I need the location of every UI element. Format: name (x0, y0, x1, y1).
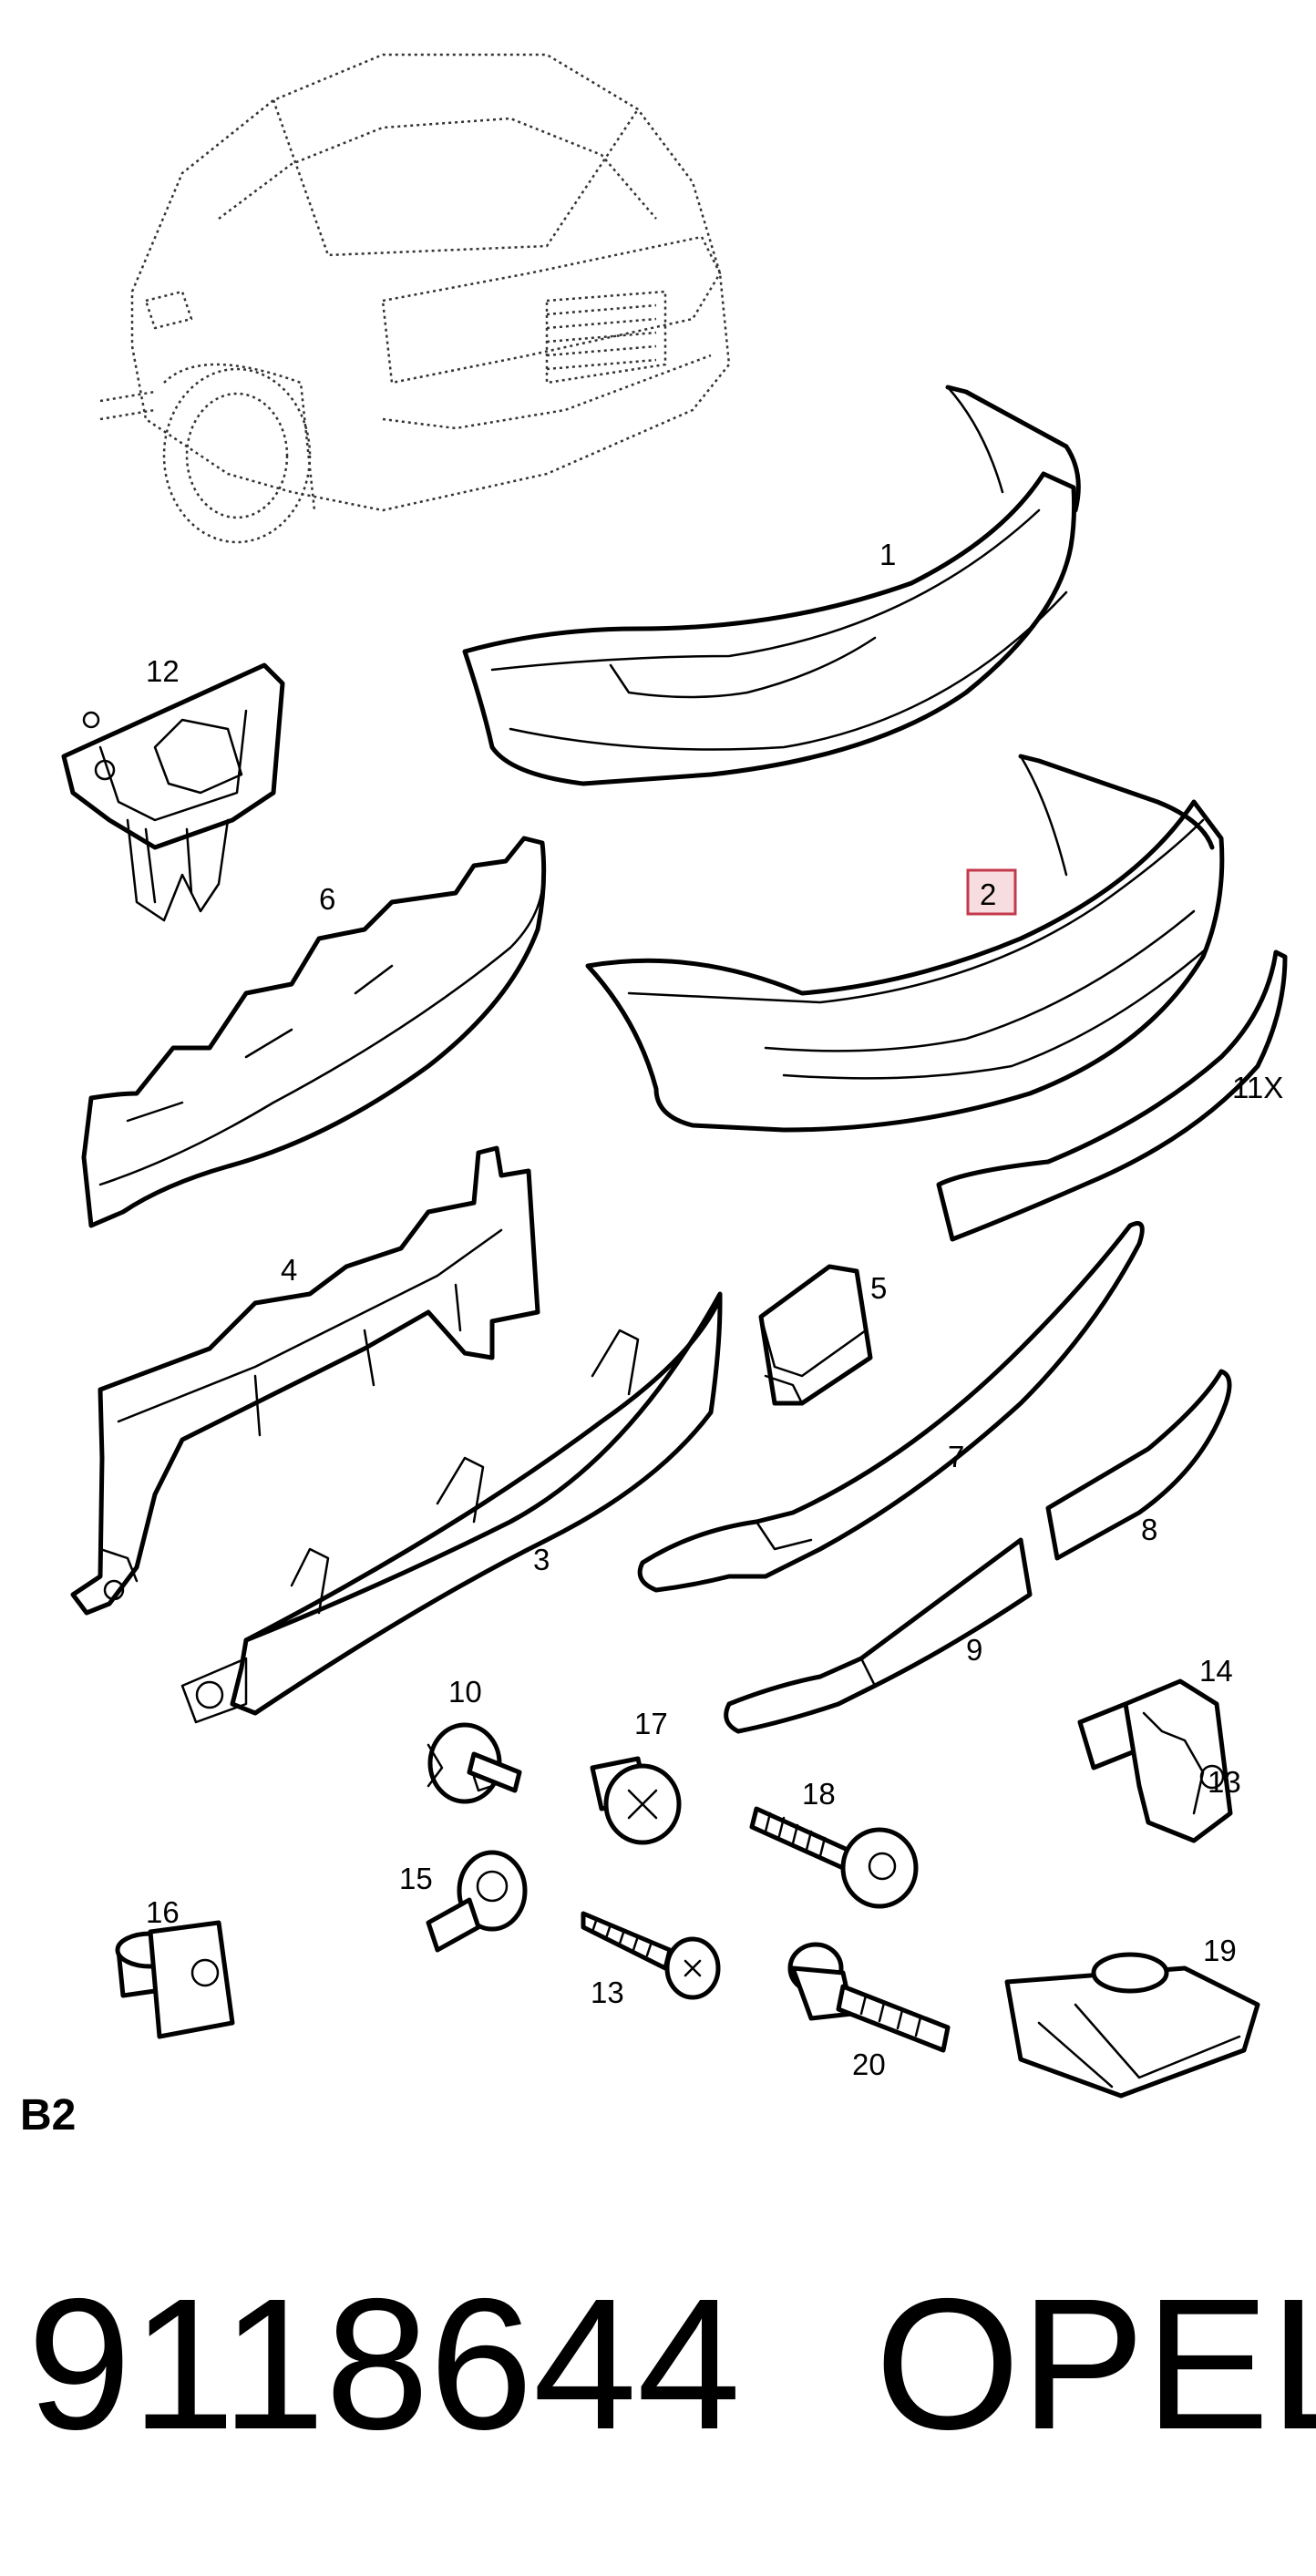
part-7-reinforcement-strip (637, 1221, 1145, 1593)
part-6-support-panel (81, 836, 547, 1228)
part-label-3: 3 (533, 1543, 550, 1576)
part-label-17: 17 (634, 1707, 668, 1740)
part-label-13b: 13 (1208, 1765, 1241, 1799)
part-9-reinforcement-strip (724, 1537, 1033, 1734)
part-8-trim-strip (1045, 1369, 1232, 1561)
part-label-20: 20 (852, 2047, 886, 2081)
part-label-19: 19 (1203, 1934, 1237, 1967)
part-3-absorber (180, 1291, 723, 1724)
part-13-tapping-screw (581, 1911, 721, 2000)
part-15-push-clip (426, 1850, 528, 1953)
part-14-nut-clip (1077, 1678, 1233, 1843)
part-label-2: 2 (980, 877, 996, 911)
part-label-8: 8 (1141, 1513, 1157, 1546)
part-number: 9118644 (27, 2260, 741, 2468)
car-rear-view-illustration (99, 53, 731, 544)
part-label-1: 1 (879, 538, 896, 571)
part-label-4: 4 (281, 1253, 297, 1287)
part-label-18: 18 (802, 1777, 836, 1811)
part-label-12: 12 (146, 654, 180, 688)
part-label-10: 10 (448, 1675, 482, 1709)
part-label-15: 15 (399, 1862, 433, 1895)
part-12-bracket (61, 662, 285, 922)
part-4-mounting-bracket (70, 1145, 540, 1616)
part-label-6: 6 (319, 882, 335, 916)
part-label-11x: 11X (1232, 1071, 1283, 1104)
part-label-13: 13 (591, 1976, 624, 2009)
part-17-cap (590, 1756, 682, 1845)
part-label-14: 14 (1199, 1654, 1233, 1688)
part-5-clip (758, 1264, 873, 1406)
part-label-7: 7 (948, 1440, 964, 1473)
part-11x-trim-strip (936, 949, 1288, 1242)
part-10-rivet (427, 1722, 522, 1804)
part-label-2-highlight (966, 868, 1017, 916)
part-16-bushing (115, 1920, 235, 2039)
brand-name: OPEL (875, 2260, 1316, 2468)
part-label-5: 5 (870, 1271, 887, 1305)
part-label-9: 9 (966, 1633, 982, 1667)
part-2-bumper-lower (585, 754, 1225, 1133)
part-label-16: 16 (146, 1895, 180, 1929)
section-code: B2 (20, 2091, 76, 2140)
part-1-bumper-upper (462, 385, 1081, 786)
part-19-spring-nut (1004, 1952, 1260, 2099)
part-18-screw (749, 1806, 919, 1909)
part-20-bolt (787, 1942, 951, 2053)
